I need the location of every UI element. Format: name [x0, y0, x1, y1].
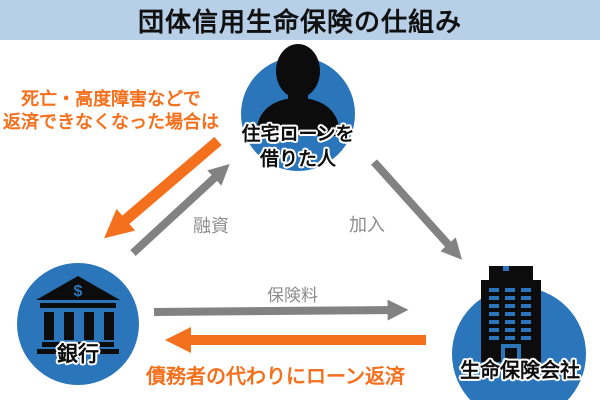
dollar-sign: $	[74, 283, 83, 300]
node-bank: $ 銀行	[17, 263, 139, 385]
premium-arrow	[153, 299, 409, 321]
page-title: 団体信用生命保険の仕組み	[137, 6, 462, 37]
enrollment-arrow-label: 加入	[349, 215, 385, 235]
default-case-note-line1: 死亡・高度障害などで	[21, 89, 201, 109]
borrower-label-line1: 住宅ローンを	[241, 124, 355, 145]
loan-arrow-label: 融資	[193, 216, 229, 236]
borrower-label-line2: 借りた人	[259, 149, 336, 170]
bank-icon: $	[36, 276, 120, 354]
insurer-label: 生命保険会社	[460, 360, 580, 382]
node-borrower: 住宅ローンを 借りた人	[238, 44, 358, 176]
repayment-note: 債務者の代わりにローン返済	[146, 366, 405, 388]
premium-arrow-label: 保険料	[267, 286, 318, 305]
enrollment-arrow	[371, 159, 462, 260]
title-bar: 団体信用生命保険の仕組み	[0, 0, 600, 40]
bank-label: 銀行	[57, 343, 99, 366]
default-case-note-line2: 返済できなくなった場合は	[3, 112, 219, 132]
person-icon	[256, 44, 340, 136]
default-case-note: 死亡・高度障害などで 返済できなくなった場合は	[2, 88, 220, 134]
office-building-icon	[481, 266, 541, 362]
